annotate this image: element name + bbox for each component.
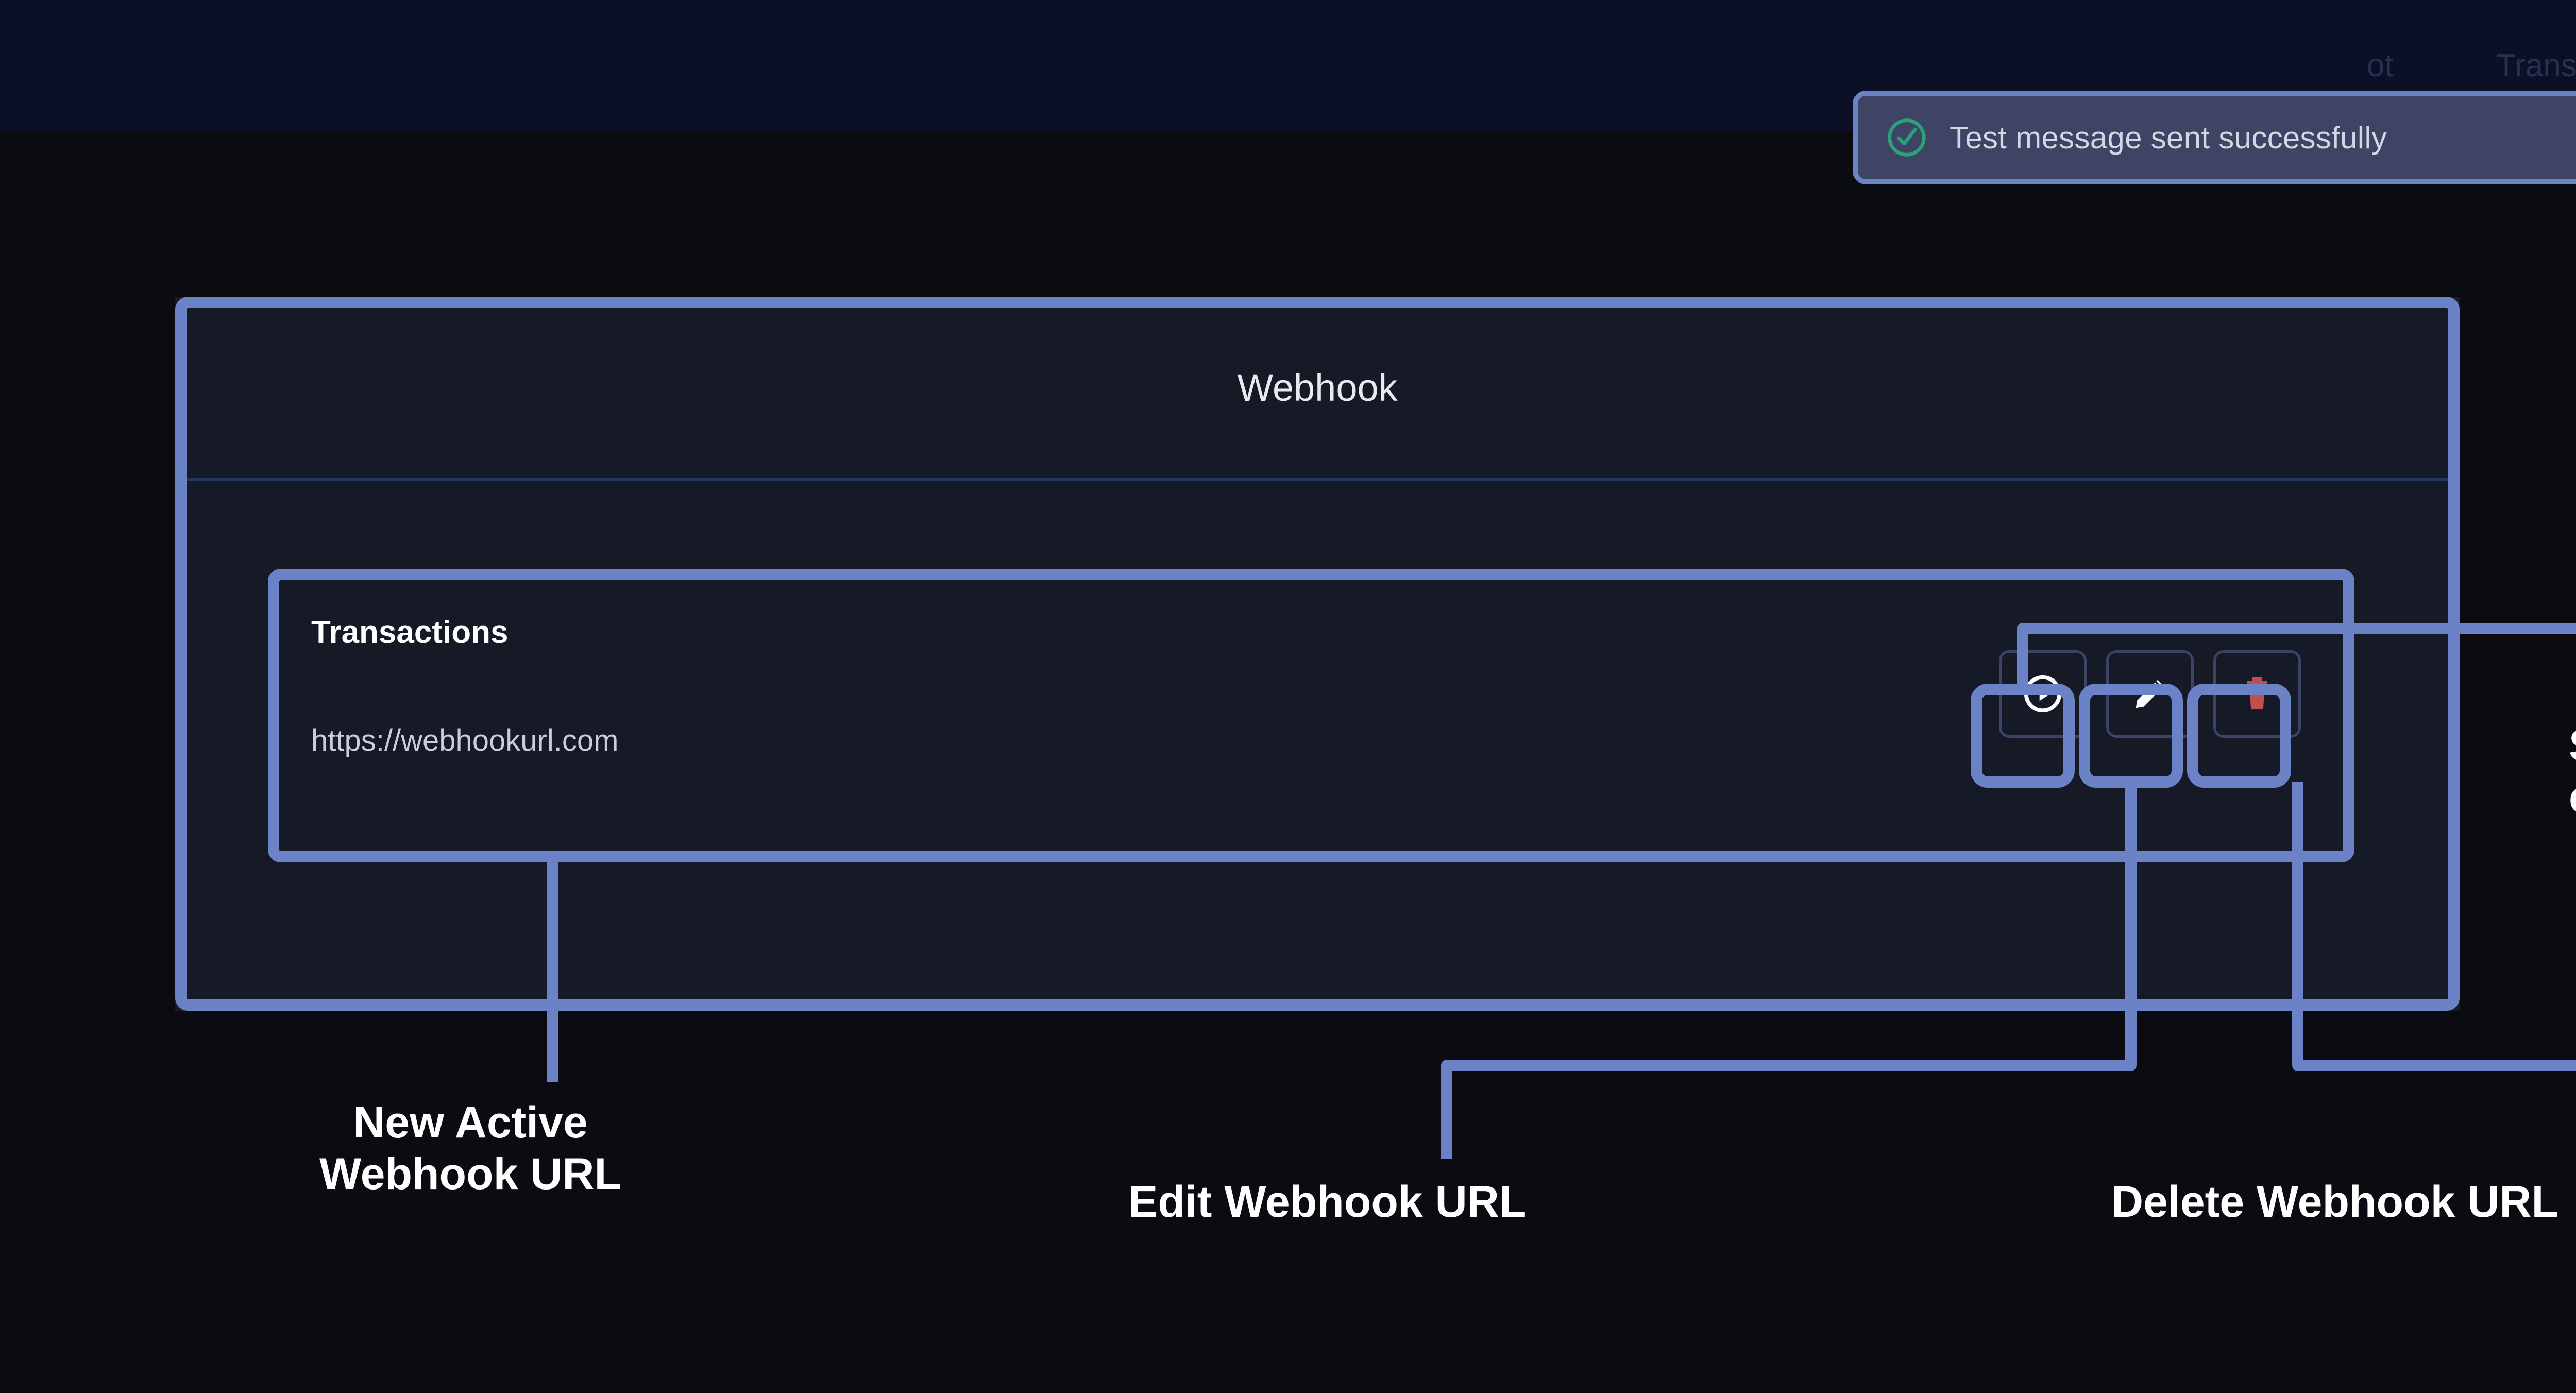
nav-item-transactions[interactable]: Transactions	[2496, 47, 2576, 83]
nav-item-partial[interactable]: ot	[2366, 47, 2394, 83]
delete-button[interactable]	[2213, 650, 2301, 738]
webhook-row-name: Transactions	[311, 615, 509, 650]
webhook-row-actions	[1999, 650, 2301, 738]
pencil-icon	[2136, 679, 2164, 708]
toast-message: Test message sent successfully	[1950, 120, 2387, 155]
toast-notification: Test message sent successfully	[1853, 91, 2576, 184]
annotation-label-edit-webhook-url: Edit Webhook URL	[1128, 1177, 1527, 1227]
annotation-label-new-active-webhook-url: New Active Webhook URL	[319, 1098, 622, 1199]
send-test-button[interactable]	[1999, 650, 2087, 738]
card-divider	[187, 478, 2448, 481]
annotation-label-delete-webhook-url: Delete Webhook URL	[2111, 1177, 2559, 1227]
play-circle-icon	[2024, 675, 2062, 713]
webhook-row: Transactions https://webhookurl.com	[268, 569, 2354, 862]
webhook-card: Webhook Transactions https://webhookurl.…	[175, 297, 2460, 1011]
trash-icon	[2247, 677, 2267, 710]
check-circle-icon	[1885, 115, 1929, 160]
page-title: Webhook	[1237, 366, 1398, 409]
webhook-row-url: https://webhookurl.com	[311, 724, 619, 757]
nav-items-group: ot Transactions helloWorld	[2367, 0, 2576, 131]
edit-button[interactable]	[2106, 650, 2194, 738]
annotation-label-send-test-email: Send test email	[2569, 720, 2576, 823]
